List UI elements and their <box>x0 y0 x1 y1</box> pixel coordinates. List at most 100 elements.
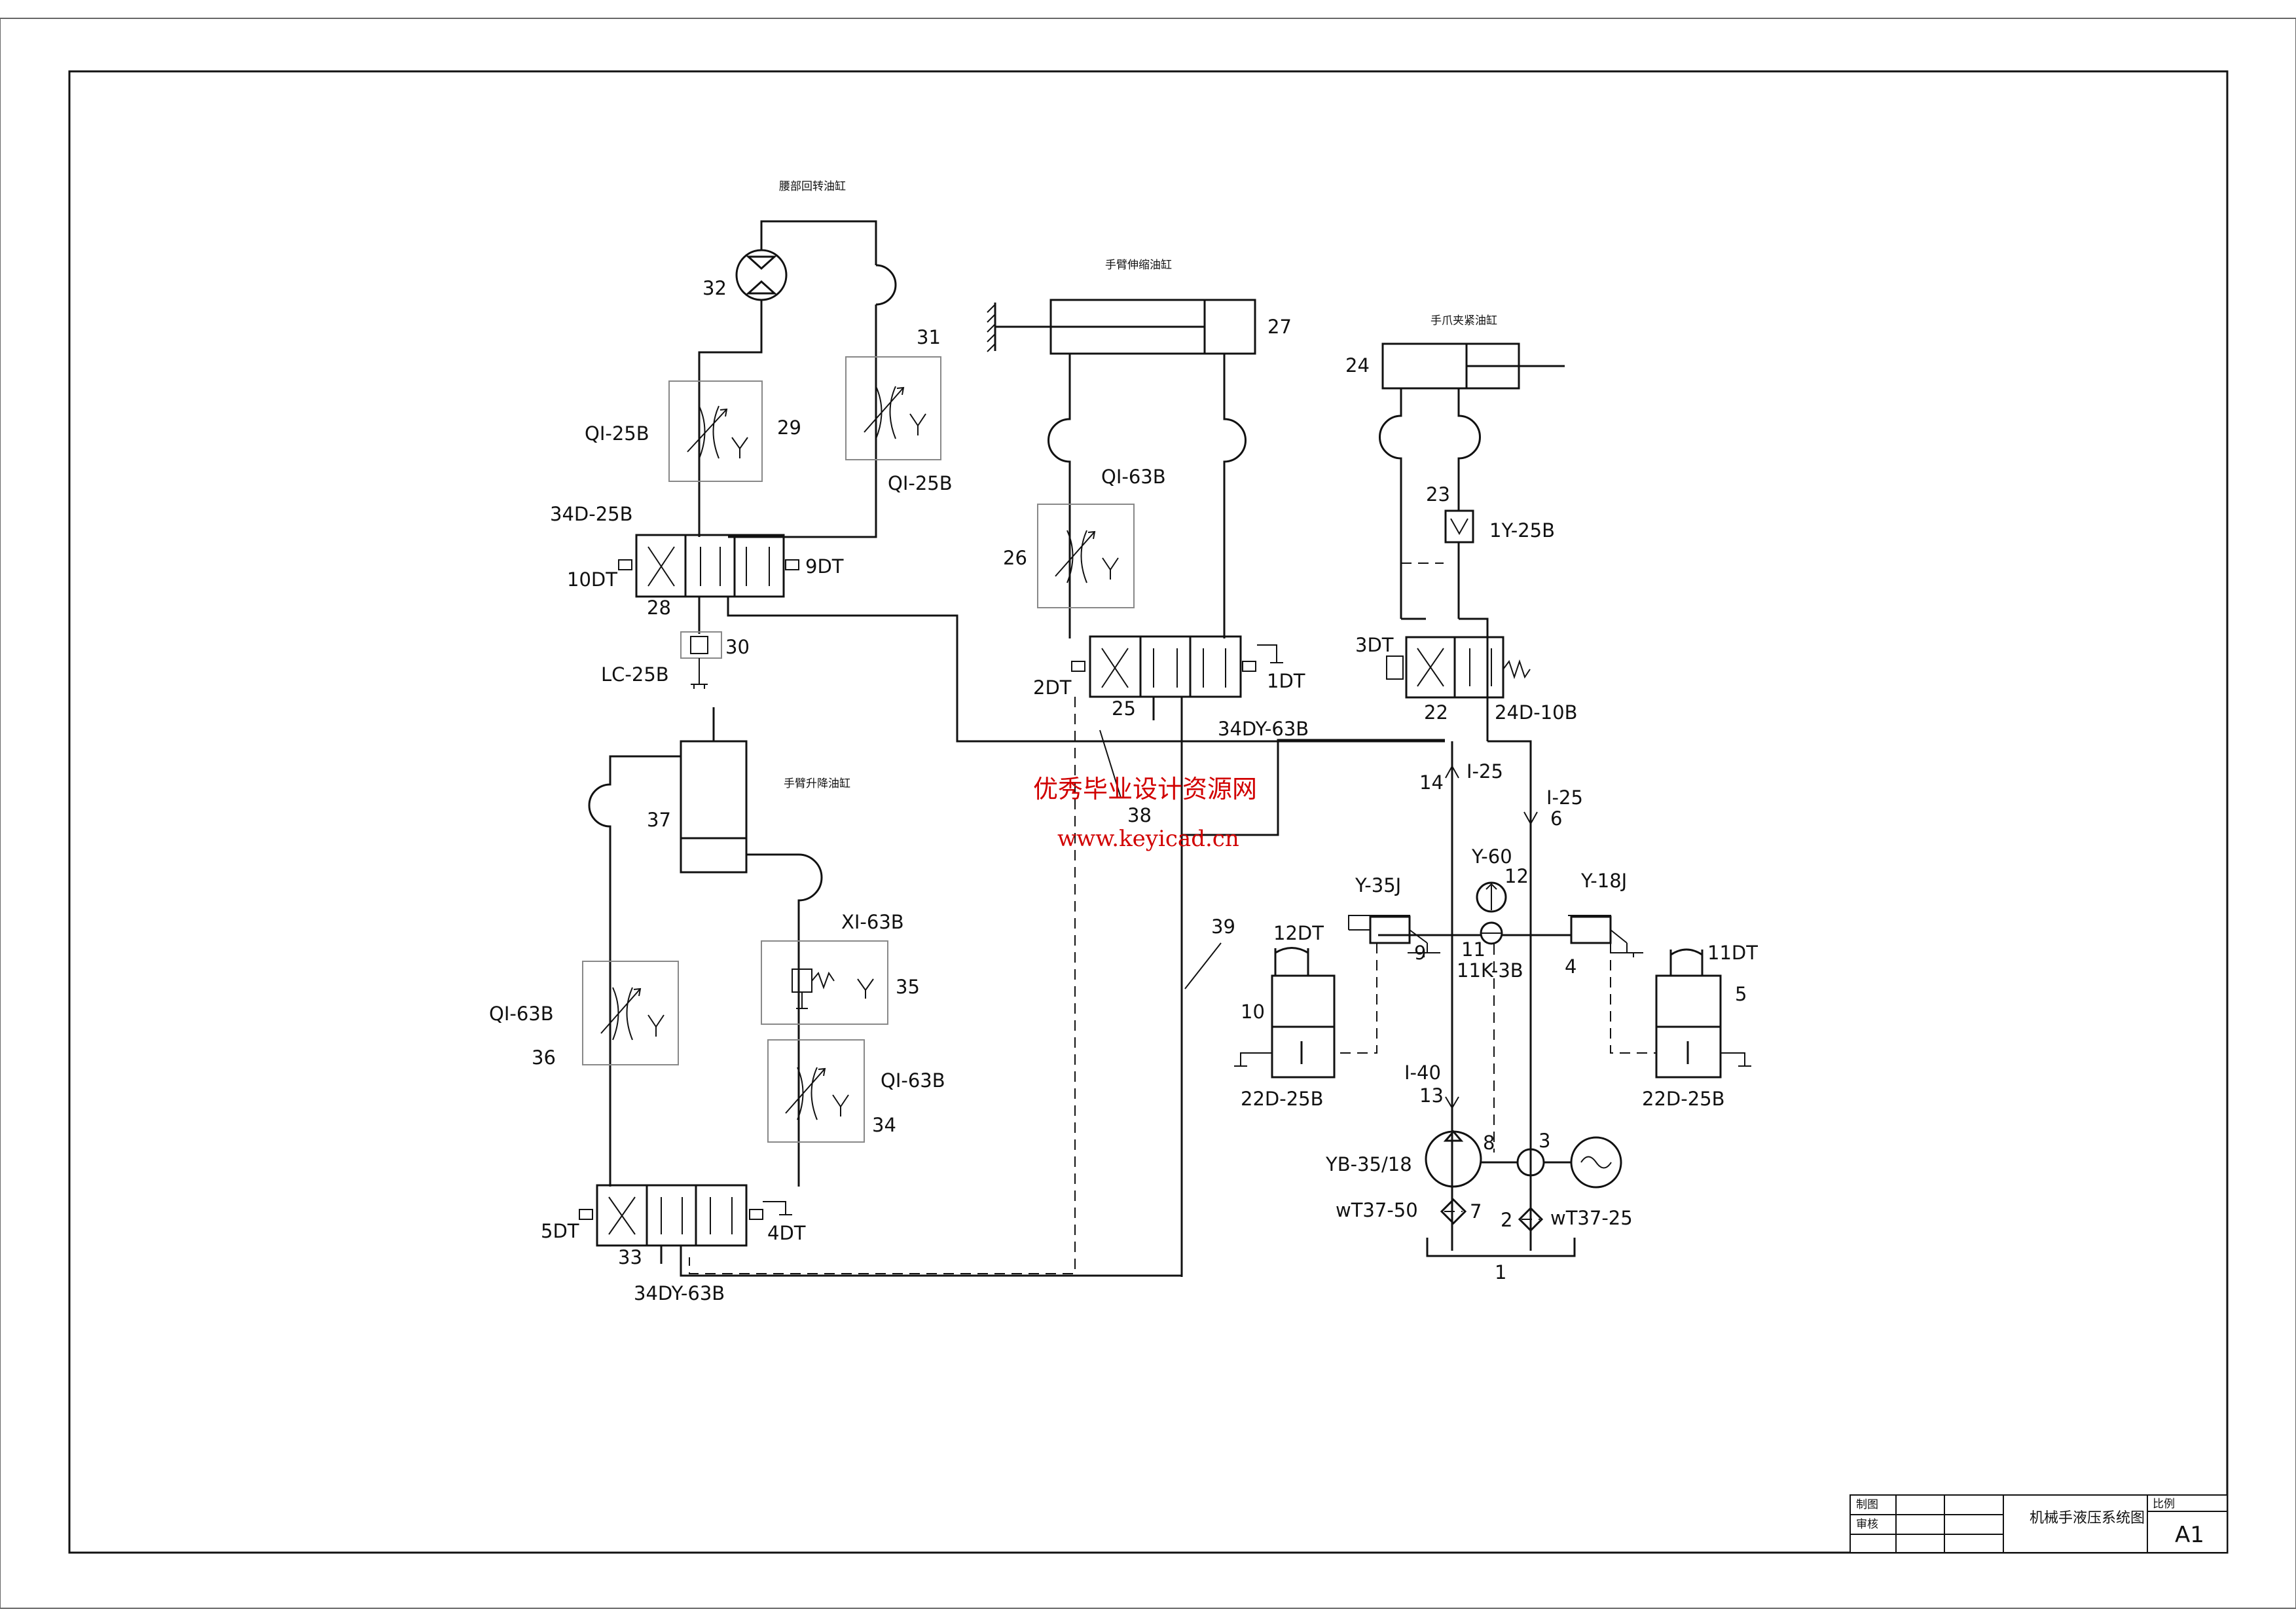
label-6: 6 <box>1550 807 1562 830</box>
label-22: 22 <box>1424 701 1448 724</box>
label-y35j: Y-35J <box>1355 874 1401 896</box>
label-lc-25b: LC-25B <box>601 663 669 686</box>
filter-2 <box>1518 1206 1544 1232</box>
label-y18j: Y-18J <box>1580 870 1627 892</box>
label-wt37-50: wT37-50 <box>1336 1199 1418 1221</box>
label-3dt: 3DT <box>1355 634 1394 656</box>
tb-drawing-title: 机械手液压系统图 <box>2030 1510 2145 1526</box>
title-arm-lift-cylinder: 手臂升降油缸 <box>784 777 850 790</box>
label-1dt: 1DT <box>1267 670 1305 692</box>
title-claw-clamp-cylinder: 手爪夹紧油缸 <box>1430 314 1497 327</box>
label-qi63b-36: QI-63B <box>489 1003 554 1025</box>
label-4dt: 4DT <box>767 1222 806 1244</box>
relief-valve-9 <box>1369 915 1411 944</box>
label-22d-25b-10: 22D-25B <box>1241 1088 1324 1110</box>
label-3: 3 <box>1539 1130 1550 1152</box>
label-1: 1 <box>1495 1261 1506 1283</box>
label-23: 23 <box>1426 483 1450 506</box>
label-qi25b-29: QI-25B <box>585 422 649 445</box>
label-24: 24 <box>1345 354 1370 377</box>
title-arm-extend-cylinder: 手臂伸缩油缸 <box>1105 258 1172 272</box>
label-34dy-63b-33: 34DY-63B <box>634 1282 725 1304</box>
tb-drawn-label: 制图 <box>1856 1498 1878 1511</box>
label-11dt: 11DT <box>1707 942 1758 964</box>
label-28: 28 <box>647 597 671 619</box>
label-wt37-25: wT37-25 <box>1550 1207 1633 1229</box>
label-10: 10 <box>1241 1001 1265 1023</box>
waist-rotation-circuit: 腰部回转油缸 32 QI-25B 29 31 QI-25B 34D-25B 10… <box>550 179 1445 743</box>
cylinder-37 <box>680 740 748 874</box>
inner-frame <box>68 70 2229 1554</box>
label-2: 2 <box>1501 1209 1512 1231</box>
throttle-check-valve-26 <box>1037 504 1135 608</box>
throttle-check-valve-31 <box>845 356 941 460</box>
label-34dy-63b-25: 34DY-63B <box>1218 718 1309 740</box>
label-i25-6: I-25 <box>1546 786 1583 809</box>
label-25: 25 <box>1112 697 1136 720</box>
watermark-line1: 优秀毕业设计资源网 <box>1033 775 1257 803</box>
label-8: 8 <box>1483 1132 1495 1154</box>
label-9: 9 <box>1414 942 1426 964</box>
label-32: 32 <box>702 277 727 299</box>
label-qi25b-31: QI-25B <box>888 472 953 494</box>
label-11: 11 <box>1461 938 1485 961</box>
label-7: 7 <box>1470 1200 1482 1223</box>
label-12: 12 <box>1504 865 1529 887</box>
label-4: 4 <box>1565 955 1576 978</box>
label-10dt: 10DT <box>567 568 617 591</box>
label-27: 27 <box>1267 316 1292 338</box>
label-qi63b-34: QI-63B <box>881 1069 945 1092</box>
label-22d-25b-5: 22D-25B <box>1642 1088 1725 1110</box>
pressure-gauge-12 <box>1476 881 1507 913</box>
label-24d-10b: 24D-10B <box>1495 701 1578 724</box>
arm-lift-circuit: 手臂升降油缸 37 QI-63B 36 XI-63B 35 QI-63B 34 … <box>489 707 1445 1304</box>
outer-border <box>0 18 2296 1609</box>
solenoid-11dt <box>1669 948 1704 976</box>
label-39: 39 <box>1211 915 1235 938</box>
arm-extend-circuit: 手臂伸缩油缸 27 QI-63B 26 2DT 1DT 25 34DY-63B <box>689 258 1309 1277</box>
solenoid-12dt <box>1274 947 1309 976</box>
title-waist-cylinder: 腰部回转油缸 <box>779 179 846 193</box>
label-34: 34 <box>872 1114 896 1136</box>
label-13: 13 <box>1419 1084 1444 1107</box>
tb-scale-label: 比例 <box>2153 1498 2175 1511</box>
electric-motor <box>1570 1136 1622 1189</box>
label-1y-25b: 1Y-25B <box>1489 519 1555 542</box>
label-yb35-18: YB-35/18 <box>1325 1153 1412 1175</box>
label-i40: I-40 <box>1404 1061 1441 1084</box>
label-26: 26 <box>1003 547 1027 569</box>
throttle-check-valve-29 <box>668 380 763 482</box>
label-12dt: 12DT <box>1273 922 1324 944</box>
label-34d-25b: 34D-25B <box>550 503 633 525</box>
one-way-valve-30 <box>680 631 722 659</box>
label-37: 37 <box>647 809 671 831</box>
label-36: 36 <box>532 1046 556 1069</box>
label-11k-3b: 11K-3B <box>1457 959 1523 982</box>
relief-valve-35 <box>761 940 888 1025</box>
directional-valve-28 <box>635 534 785 598</box>
tb-sheet-size: A1 <box>2175 1522 2204 1548</box>
label-31: 31 <box>917 326 941 348</box>
label-30: 30 <box>725 636 750 658</box>
label-y60: Y-60 <box>1471 845 1512 868</box>
directional-valve-33 <box>596 1184 748 1247</box>
label-14: 14 <box>1419 771 1444 794</box>
label-9dt: 9DT <box>805 555 844 578</box>
directional-valve-25 <box>1089 635 1242 698</box>
label-5dt: 5DT <box>541 1220 579 1242</box>
label-29: 29 <box>777 416 801 439</box>
pump-station: 14 I-25 I-25 6 Y-60 12 11 11K-3B Y-35J 9… <box>1234 741 1758 1283</box>
label-2dt: 2DT <box>1033 676 1072 699</box>
relief-valve-4 <box>1570 915 1612 944</box>
throttle-check-valve-34 <box>767 1039 865 1143</box>
check-valve-23 <box>1444 509 1474 544</box>
label-38: 38 <box>1127 804 1152 826</box>
label-i25-14: I-25 <box>1467 760 1503 783</box>
label-5: 5 <box>1735 983 1747 1005</box>
claw-clamp-circuit: 手爪夹紧油缸 24 23 1Y-25B 3DT 22 24D-10B <box>1345 314 1578 783</box>
title-block: 制图 审核 机械手液压系统图 比例 A1 <box>1850 1494 2228 1553</box>
label-qi63b-26: QI-63B <box>1101 466 1166 488</box>
filter-7 <box>1440 1198 1467 1225</box>
watermark-line2: www.keyicad.cn <box>1057 826 1239 852</box>
